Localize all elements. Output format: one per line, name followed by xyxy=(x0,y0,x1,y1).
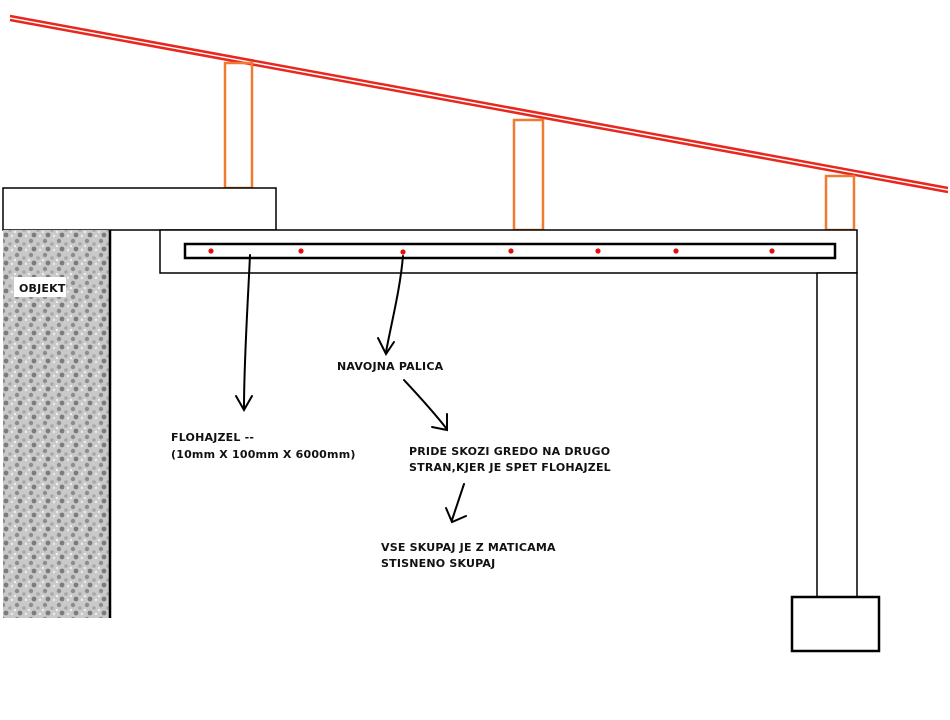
bolt-dot xyxy=(400,249,406,255)
pride-label-line1: PRIDE SKOZI GREDO NA DRUGO xyxy=(409,445,610,458)
bolt-dot xyxy=(208,248,214,254)
wall-top-slab xyxy=(2,187,277,231)
footing xyxy=(790,595,881,653)
objekt-label: OBJEKT xyxy=(14,277,66,297)
right-column xyxy=(816,272,858,599)
bolt-dot xyxy=(508,248,514,254)
bolt-dot xyxy=(298,248,304,254)
bolt-dot xyxy=(769,248,775,254)
post-left xyxy=(223,61,254,190)
post-middle xyxy=(512,118,545,232)
vse-label-line2: STISNENO SKUPAJ xyxy=(381,557,495,570)
rafter xyxy=(9,14,949,194)
flohajzel-label-line2: (10mm X 100mm X 6000mm) xyxy=(171,448,356,461)
bolt-dot xyxy=(673,248,679,254)
arrow-navojna xyxy=(377,255,404,356)
vse-label-line1: VSE SKUPAJ JE Z MATICAMA xyxy=(381,541,556,554)
arrow-vse xyxy=(445,483,467,524)
arrow-flohajzel xyxy=(235,254,253,413)
bolt-dot xyxy=(595,248,601,254)
objekt-text: OBJEKT xyxy=(19,282,66,295)
flohajzel-label-line1: FLOHAJZEL -- xyxy=(171,431,254,444)
bolt-dots xyxy=(208,248,775,255)
navojna-palica-label: NAVOJNA PALICA xyxy=(337,360,444,373)
pride-label-line2: STRAN,KJER JE SPET FLOHAJZEL xyxy=(409,461,611,474)
arrow-pride xyxy=(403,379,448,432)
post-right xyxy=(824,174,856,232)
